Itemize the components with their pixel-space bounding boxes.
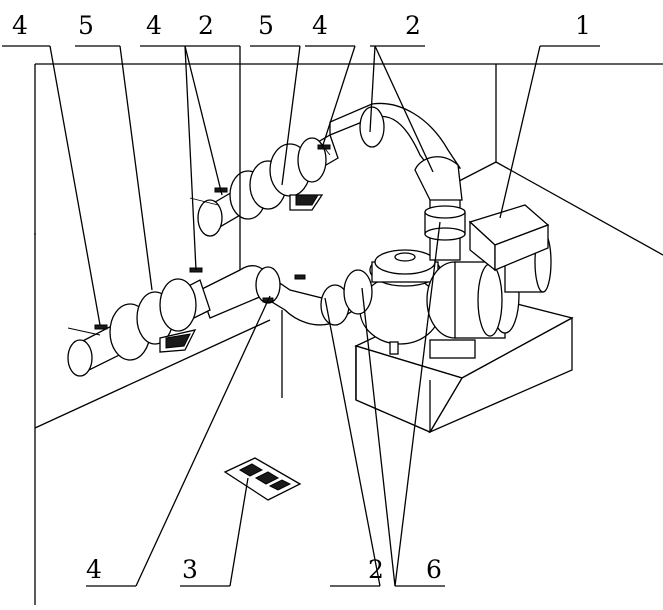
top-leader-lines xyxy=(2,45,600,326)
pump-assembly xyxy=(359,204,552,359)
top-callouts: 4 5 4 2 5 4 2 1 xyxy=(12,11,591,40)
callout-top-4b: 4 xyxy=(146,11,162,40)
callout-top-4a: 4 xyxy=(12,11,28,40)
callout-bottom-2: 2 xyxy=(368,555,384,584)
callout-bottom-6: 6 xyxy=(426,555,442,584)
callout-top-1: 1 xyxy=(575,11,591,40)
floor-drain xyxy=(223,457,302,501)
lower-valve-group xyxy=(67,267,373,377)
callout-top-4c: 4 xyxy=(312,11,328,40)
bottom-leader-lines xyxy=(86,221,445,587)
callout-bottom-3: 3 xyxy=(182,555,198,584)
bottom-callouts: 4 3 2 6 xyxy=(86,555,442,584)
callout-bottom-4: 4 xyxy=(86,555,102,584)
pump-base xyxy=(354,291,574,434)
riser-pipe xyxy=(424,189,466,261)
callout-top-2b: 2 xyxy=(405,11,421,40)
upper-pipe-run xyxy=(329,102,463,201)
upper-valve-group xyxy=(189,134,339,237)
callout-top-2a: 2 xyxy=(198,11,214,40)
callout-top-5a: 5 xyxy=(78,11,94,40)
callout-top-5b: 5 xyxy=(258,11,274,40)
